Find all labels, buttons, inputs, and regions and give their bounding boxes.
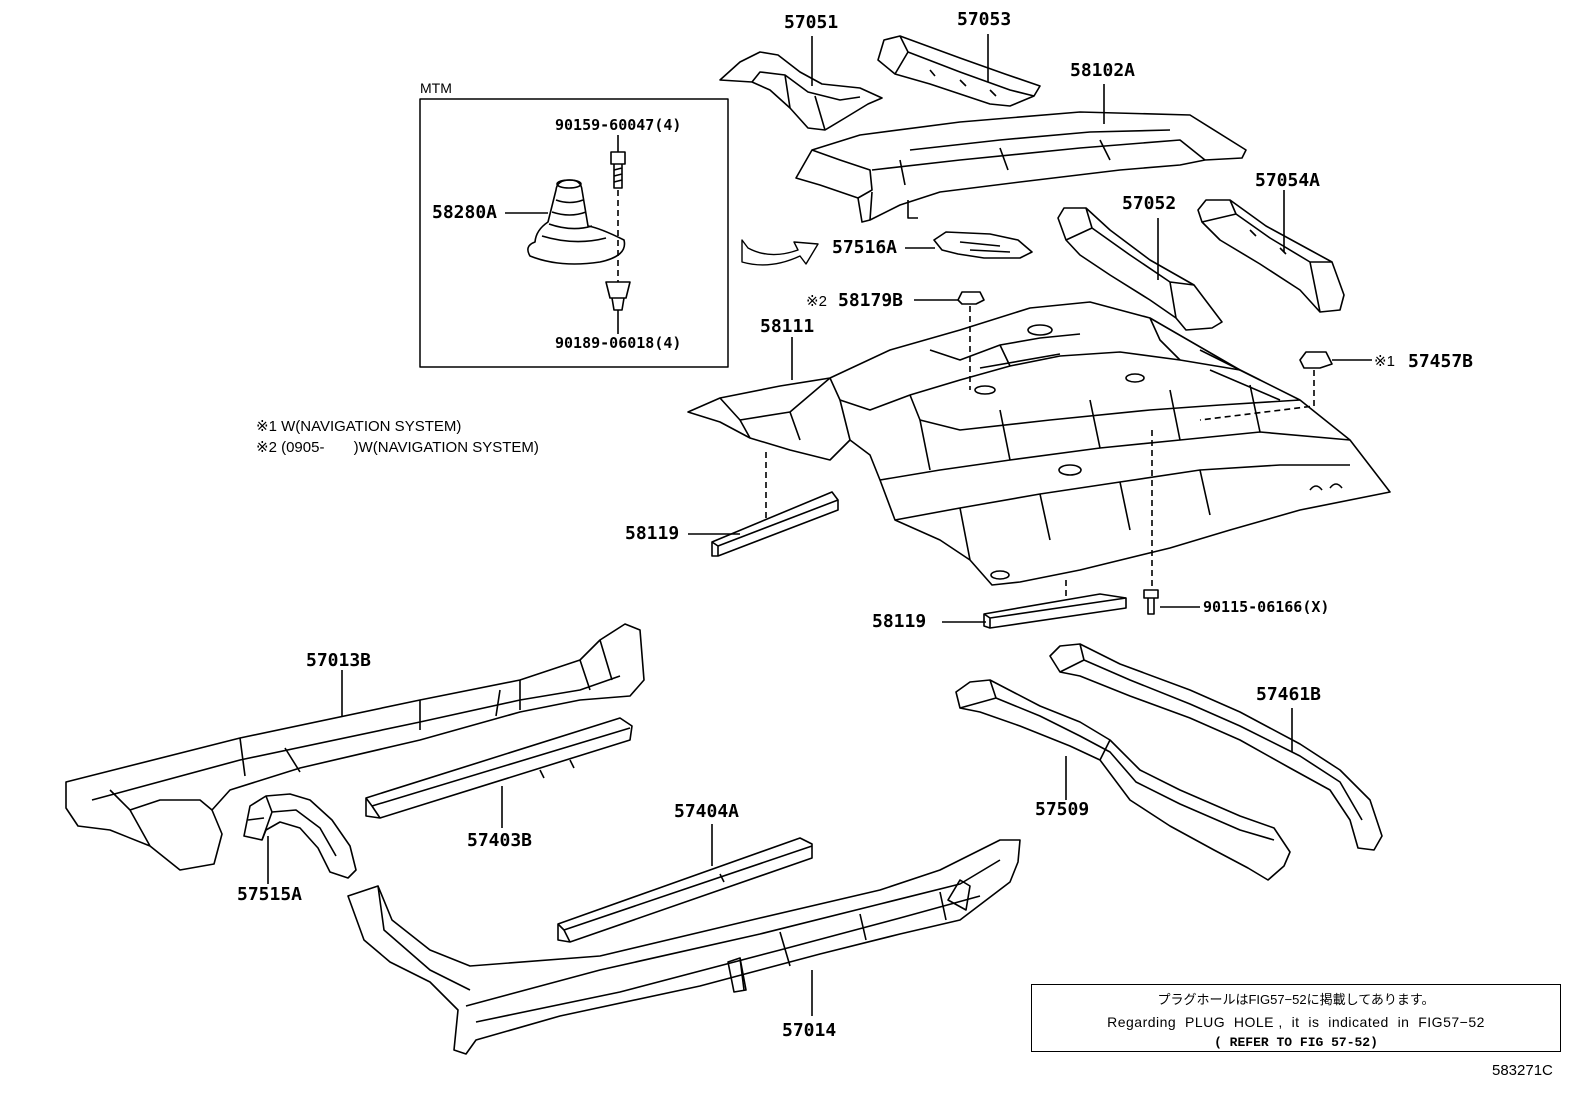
part-57054A [1197, 199, 1345, 313]
part-57515A [243, 793, 357, 879]
part-label-57403B[interactable]: 57403B [467, 830, 533, 851]
part-label-57051[interactable]: 57051 [784, 12, 839, 33]
part-label-57515A[interactable]: 57515A [237, 884, 303, 905]
part-58102A [795, 111, 1247, 223]
part-57403B [365, 717, 633, 819]
part-label-57013B[interactable]: 57013B [306, 650, 372, 671]
part-label-57053[interactable]: 57053 [957, 9, 1012, 30]
inset-label-mtm: MTM [420, 80, 452, 96]
part-label-57516A[interactable]: 57516A [832, 237, 898, 258]
part-57014 [347, 839, 1021, 1055]
part-label-57509[interactable]: 57509 [1035, 799, 1090, 820]
part-57404A [557, 837, 813, 943]
part-label-58102A[interactable]: 58102A [1070, 60, 1136, 81]
reference-line-en: Regarding PLUG HOLE , it is indicated in… [1107, 1014, 1485, 1030]
part-label-90115-06166[interactable]: 90115-06166(X) [1203, 598, 1330, 616]
bolt-90159 [610, 151, 626, 189]
part-58179B [957, 291, 985, 305]
note-1: ※1 W(NAVIGATION SYSTEM) [256, 418, 462, 435]
part-label-58111[interactable]: 58111 [760, 316, 815, 337]
reference-box: プラグホールはFIG57−52に掲載してあります。 Regarding PLUG… [1031, 984, 1561, 1052]
part-label-57461B[interactable]: 57461B [1256, 684, 1322, 705]
part-label-57054A[interactable]: 57054A [1255, 170, 1321, 191]
part-label-90189-06018[interactable]: 90189-06018(4) [555, 334, 682, 352]
part-label-58119-upper[interactable]: 58119 [625, 523, 680, 544]
part-57052 [1057, 207, 1223, 331]
part-57509 [955, 679, 1291, 881]
figure-code: 583271C [1492, 1062, 1553, 1079]
bolt-90115 [1143, 589, 1159, 615]
mtm-inset-box [419, 98, 729, 368]
flow-arrow [741, 239, 819, 266]
part-57053 [877, 35, 1041, 107]
part-57051 [719, 51, 883, 131]
note-2: ※2 (0905- )W(NAVIGATION SYSTEM) [256, 439, 539, 456]
part-label-57014[interactable]: 57014 [782, 1020, 837, 1041]
shift-boot-58280A [527, 179, 626, 265]
note-mark-58179B: ※2 [806, 293, 827, 310]
part-label-57457B[interactable]: 57457B [1408, 351, 1474, 372]
part-58119-lower [983, 593, 1127, 629]
part-57516A [933, 231, 1033, 259]
reference-link[interactable]: ( REFER TO FIG 57-52) [1214, 1035, 1378, 1050]
part-label-57052[interactable]: 57052 [1122, 193, 1177, 214]
part-label-58119-lower[interactable]: 58119 [872, 611, 927, 632]
part-58111 [687, 301, 1391, 586]
part-57457B [1299, 351, 1333, 369]
clip-90189 [605, 281, 631, 311]
part-57461B [1049, 643, 1383, 851]
reference-line-jp: プラグホールはFIG57−52に掲載してあります。 [1157, 992, 1435, 1007]
part-58119-upper [711, 491, 839, 557]
part-label-90159-60047[interactable]: 90159-60047(4) [555, 116, 682, 134]
part-57013B [65, 623, 645, 871]
part-label-58280A[interactable]: 58280A [432, 202, 498, 223]
part-label-57404A[interactable]: 57404A [674, 801, 740, 822]
note-mark-57457B: ※1 [1374, 353, 1395, 370]
part-label-58179B[interactable]: 58179B [838, 290, 904, 311]
